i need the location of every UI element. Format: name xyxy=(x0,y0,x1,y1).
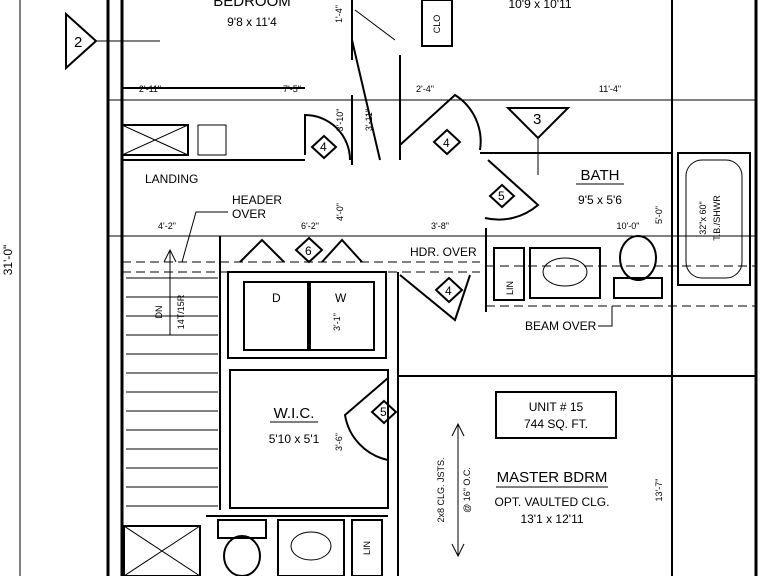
svg-text:4: 4 xyxy=(320,140,327,154)
toilet-bowl xyxy=(619,235,657,281)
beam-over-label: BEAM OVER xyxy=(525,319,597,333)
master-dims: 13'1 x 12'11 xyxy=(520,512,583,526)
bifold-door-left xyxy=(239,238,285,263)
dim-v3: 5'-0" xyxy=(654,206,664,224)
lower-toilet-bowl xyxy=(223,535,261,576)
dim-d4: 11'-4" xyxy=(599,84,621,94)
dim-v2: 4'-0" xyxy=(335,203,345,221)
master-note: OPT. VAULTED CLG. xyxy=(495,495,610,509)
bifold-door-right xyxy=(321,238,363,263)
svg-text:4: 4 xyxy=(445,284,452,298)
washer xyxy=(309,281,375,351)
door-tag-5a: 5 xyxy=(488,183,516,209)
closet-door-swing xyxy=(354,9,396,41)
bathtub xyxy=(677,152,751,286)
svg-text:2: 2 xyxy=(74,34,82,51)
svg-text:5: 5 xyxy=(498,189,505,203)
door-tag-6: 6 xyxy=(294,236,324,264)
dim-v5: 13'-7" xyxy=(654,479,664,502)
walk-in-closet xyxy=(229,369,389,509)
shower-stall xyxy=(123,525,201,576)
bedroom-title: BEDROOM xyxy=(213,0,291,10)
lower-vanity xyxy=(277,519,345,576)
hdr-over-label: HDR. OVER xyxy=(410,245,477,259)
dryer xyxy=(243,281,309,351)
washer-label: W xyxy=(335,291,347,305)
svg-text:3: 3 xyxy=(533,111,541,128)
overall-dimension: 31'-0" xyxy=(1,245,15,276)
dim-v4: 3'-6" xyxy=(334,433,344,451)
linen-label: LIN xyxy=(505,281,515,295)
dim-d1: 2'-11" xyxy=(139,84,161,94)
elevation-marker-3: 3 xyxy=(505,107,571,175)
door-tag-5b: 5 xyxy=(370,399,398,425)
svg-text:4: 4 xyxy=(443,136,450,150)
door-4a-swing xyxy=(304,113,351,161)
door-5b-swing xyxy=(343,377,389,461)
door-tag-4a: 4 xyxy=(310,134,338,160)
door-4c-swing xyxy=(399,274,471,322)
door-5a-swing xyxy=(484,159,540,221)
header-over-label-1: HEADER xyxy=(232,193,282,207)
unit-info-box xyxy=(495,391,617,439)
header-over-label-2: OVER xyxy=(232,207,266,221)
dim-d8: 10'-0" xyxy=(617,221,640,231)
closet xyxy=(421,0,453,47)
beam-leader xyxy=(598,306,613,327)
toilet-tank xyxy=(613,277,663,299)
dim-d3: 2'-4" xyxy=(416,84,434,94)
door-tag-4c: 4 xyxy=(434,276,464,304)
hall-door-leaf xyxy=(351,39,381,161)
dryer-label: D xyxy=(272,291,281,305)
dim-d6: 6'-2" xyxy=(301,221,319,231)
bath-title: BATH xyxy=(581,167,620,184)
shower-type: T.B./SHWR xyxy=(712,195,722,241)
door-tag-4b: 4 xyxy=(432,128,462,156)
dim-d5: 4'-2" xyxy=(158,221,176,231)
dim-v7: 1'-4" xyxy=(334,5,344,23)
lower-linen xyxy=(351,519,383,576)
lower-linen-label: LIN xyxy=(362,541,372,555)
bath-vanity xyxy=(529,247,601,299)
dim-v1: 3'-11" xyxy=(364,109,374,131)
hall-nook xyxy=(197,124,227,156)
lower-sink xyxy=(290,531,332,561)
dim-v6: 3'-10" xyxy=(335,109,345,132)
room-dims-top-right: 10'9 x 10'11 xyxy=(508,0,571,11)
master-title: MASTER BDRM xyxy=(497,469,608,486)
stair-risers: 14T/15R xyxy=(176,294,186,329)
bath-dims: 9'5 x 5'6 xyxy=(578,193,622,207)
bathtub-basin xyxy=(685,159,743,279)
wic-dims: 5'10 x 5'1 xyxy=(269,432,320,446)
linen-closet xyxy=(493,247,525,301)
laundry-closet xyxy=(227,271,387,359)
stair-direction: DN xyxy=(154,306,164,319)
closet-label: CLO xyxy=(432,15,442,34)
bath-sink xyxy=(542,257,588,287)
linen-cabinet xyxy=(121,124,189,156)
unit-area: 744 SQ. FT. xyxy=(524,417,588,431)
dim-d2: 7'-5" xyxy=(283,84,301,94)
door-4b-swing xyxy=(399,93,482,151)
joist-note-2: @ 16" O.C. xyxy=(462,467,472,513)
unit-number: UNIT # 15 xyxy=(529,400,584,414)
svg-text:5: 5 xyxy=(380,405,387,419)
joist-note-1: 2x8 CLG. JSTS. xyxy=(436,457,446,522)
lower-toilet-tank xyxy=(217,519,267,539)
landing-label: LANDING xyxy=(145,172,198,186)
bedroom-dims: 9'8 x 11'4 xyxy=(227,15,277,29)
shower-size: 32"x 60" xyxy=(698,201,708,234)
wic-title: W.I.C. xyxy=(274,405,315,422)
washer-dim: 3'-1" xyxy=(332,313,342,331)
svg-text:6: 6 xyxy=(305,244,312,258)
staircase xyxy=(121,236,221,510)
dim-d7: 3'-8" xyxy=(431,221,449,231)
header-leader xyxy=(181,211,228,263)
elevation-marker-2: 2 xyxy=(65,11,160,71)
